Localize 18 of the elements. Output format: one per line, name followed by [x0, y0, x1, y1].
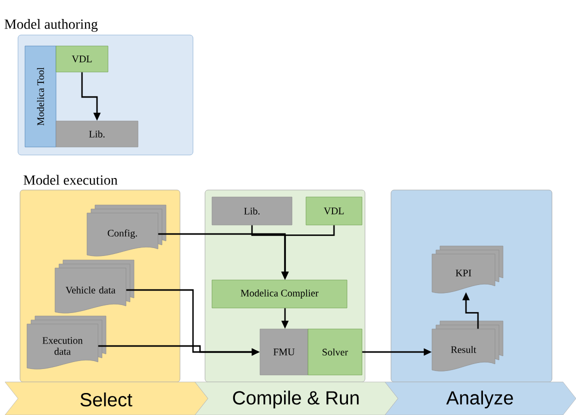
process-box: Lib. — [56, 120, 138, 148]
process-box: Solver — [308, 328, 362, 376]
document-stack: Result — [432, 320, 504, 372]
process-box: FMU — [260, 328, 308, 376]
document-stack: Execution data — [26, 316, 106, 370]
document-stack: KPI — [432, 246, 504, 294]
stage-banner: Select — [4, 382, 208, 415]
node-label: Model authoring — [4, 19, 98, 32]
stage-banner: Compile & Run — [194, 382, 398, 415]
stage-banner: Analyze — [384, 382, 576, 415]
process-box: VDL — [56, 46, 108, 72]
process-box: Lib. — [212, 196, 292, 226]
section-heading: Model execution — [24, 174, 118, 185]
process-box: Modelica Complier — [212, 280, 348, 308]
process-box: VDL — [306, 196, 362, 226]
document-stack: Vehicle data — [54, 260, 134, 314]
document-stack: Config. — [86, 204, 166, 256]
tool-bar: Modelica Tool — [24, 46, 56, 148]
